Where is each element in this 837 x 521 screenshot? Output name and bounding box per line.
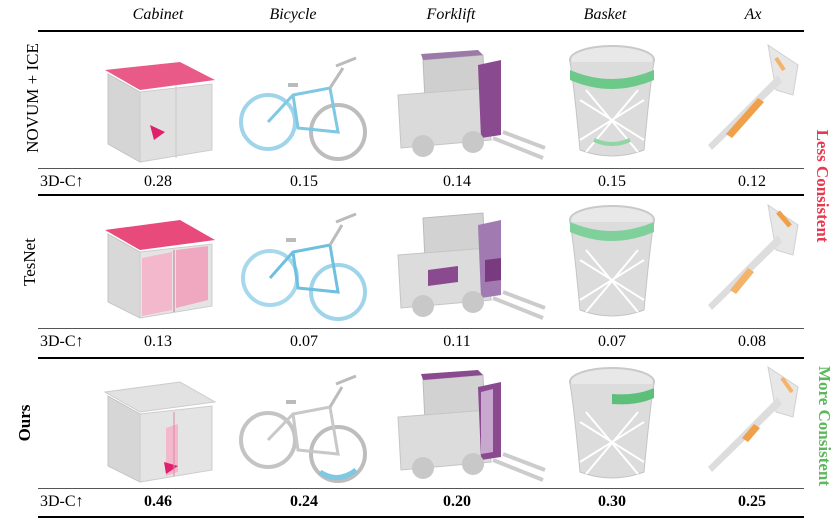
up-arrow-icon: ↑ [75, 173, 84, 190]
value-ours-forklift: 0.20 [443, 493, 471, 510]
side-label-more-consistent: More Consistent [815, 365, 834, 487]
value-tesnet-forklift: 0.11 [443, 333, 471, 350]
col-header-basket: Basket [583, 6, 627, 23]
row3-metric-rule [38, 488, 804, 489]
metric-label-row1: 3D-C↑ [40, 173, 84, 190]
cabinet-render-ours [103, 381, 217, 483]
value-novum-bicycle: 0.15 [290, 173, 318, 190]
up-arrow-icon: ↑ [75, 333, 84, 350]
col-header-ax: Ax [744, 6, 762, 23]
row2-metric-rule [38, 328, 804, 329]
row1-bottom-rule [38, 194, 804, 196]
col-header-forklift: Forklift [426, 6, 476, 23]
value-ours-cabinet: 0.46 [144, 493, 172, 510]
ax-render-ours [708, 365, 799, 472]
value-ours-bicycle: 0.24 [290, 493, 318, 510]
col-header-cabinet: Cabinet [132, 6, 184, 23]
basket-render-tesnet [569, 205, 655, 317]
value-tesnet-basket: 0.07 [598, 333, 626, 350]
cabinet-render-novum [105, 62, 215, 163]
value-tesnet-ax: 0.08 [738, 333, 766, 350]
value-tesnet-cabinet: 0.13 [144, 333, 172, 350]
row1-metric-rule [38, 168, 804, 169]
bottom-rule [38, 516, 804, 518]
value-novum-basket: 0.15 [598, 173, 626, 190]
top-rule [38, 30, 804, 32]
basket-render-ours [569, 367, 655, 479]
value-ours-basket: 0.30 [598, 493, 626, 510]
value-novum-cabinet: 0.28 [144, 173, 172, 190]
row-label-ours: Ours [15, 404, 34, 442]
forklift-render-ours [397, 370, 546, 482]
row-label-novum-ice: NOVUM + ICE [23, 43, 42, 153]
metric-label-row3: 3D-C↑ [40, 493, 84, 510]
bicycle-render-tesnet [241, 212, 367, 321]
forklift-render-tesnet [397, 212, 546, 320]
up-arrow-icon: ↑ [75, 493, 84, 510]
bicycle-render-ours [239, 374, 367, 483]
cabinet-render-tesnet [105, 220, 215, 319]
value-ours-ax: 0.25 [738, 493, 766, 510]
value-tesnet-bicycle: 0.07 [290, 333, 318, 350]
col-header-bicycle: Bicycle [269, 6, 317, 23]
basket-render-novum [569, 45, 655, 157]
metric-label-row2: 3D-C↑ [40, 333, 84, 350]
side-label-less-consistent: Less Consistent [813, 129, 832, 243]
row-label-tesnet: TesNet [20, 238, 39, 286]
bicycle-render-novum [239, 56, 367, 161]
value-novum-forklift: 0.14 [443, 173, 471, 190]
ax-render-tesnet [708, 203, 799, 310]
forklift-render-novum [397, 50, 546, 160]
row2-bottom-rule [38, 357, 804, 359]
value-novum-ax: 0.12 [738, 173, 766, 190]
ax-render-novum [708, 43, 799, 150]
